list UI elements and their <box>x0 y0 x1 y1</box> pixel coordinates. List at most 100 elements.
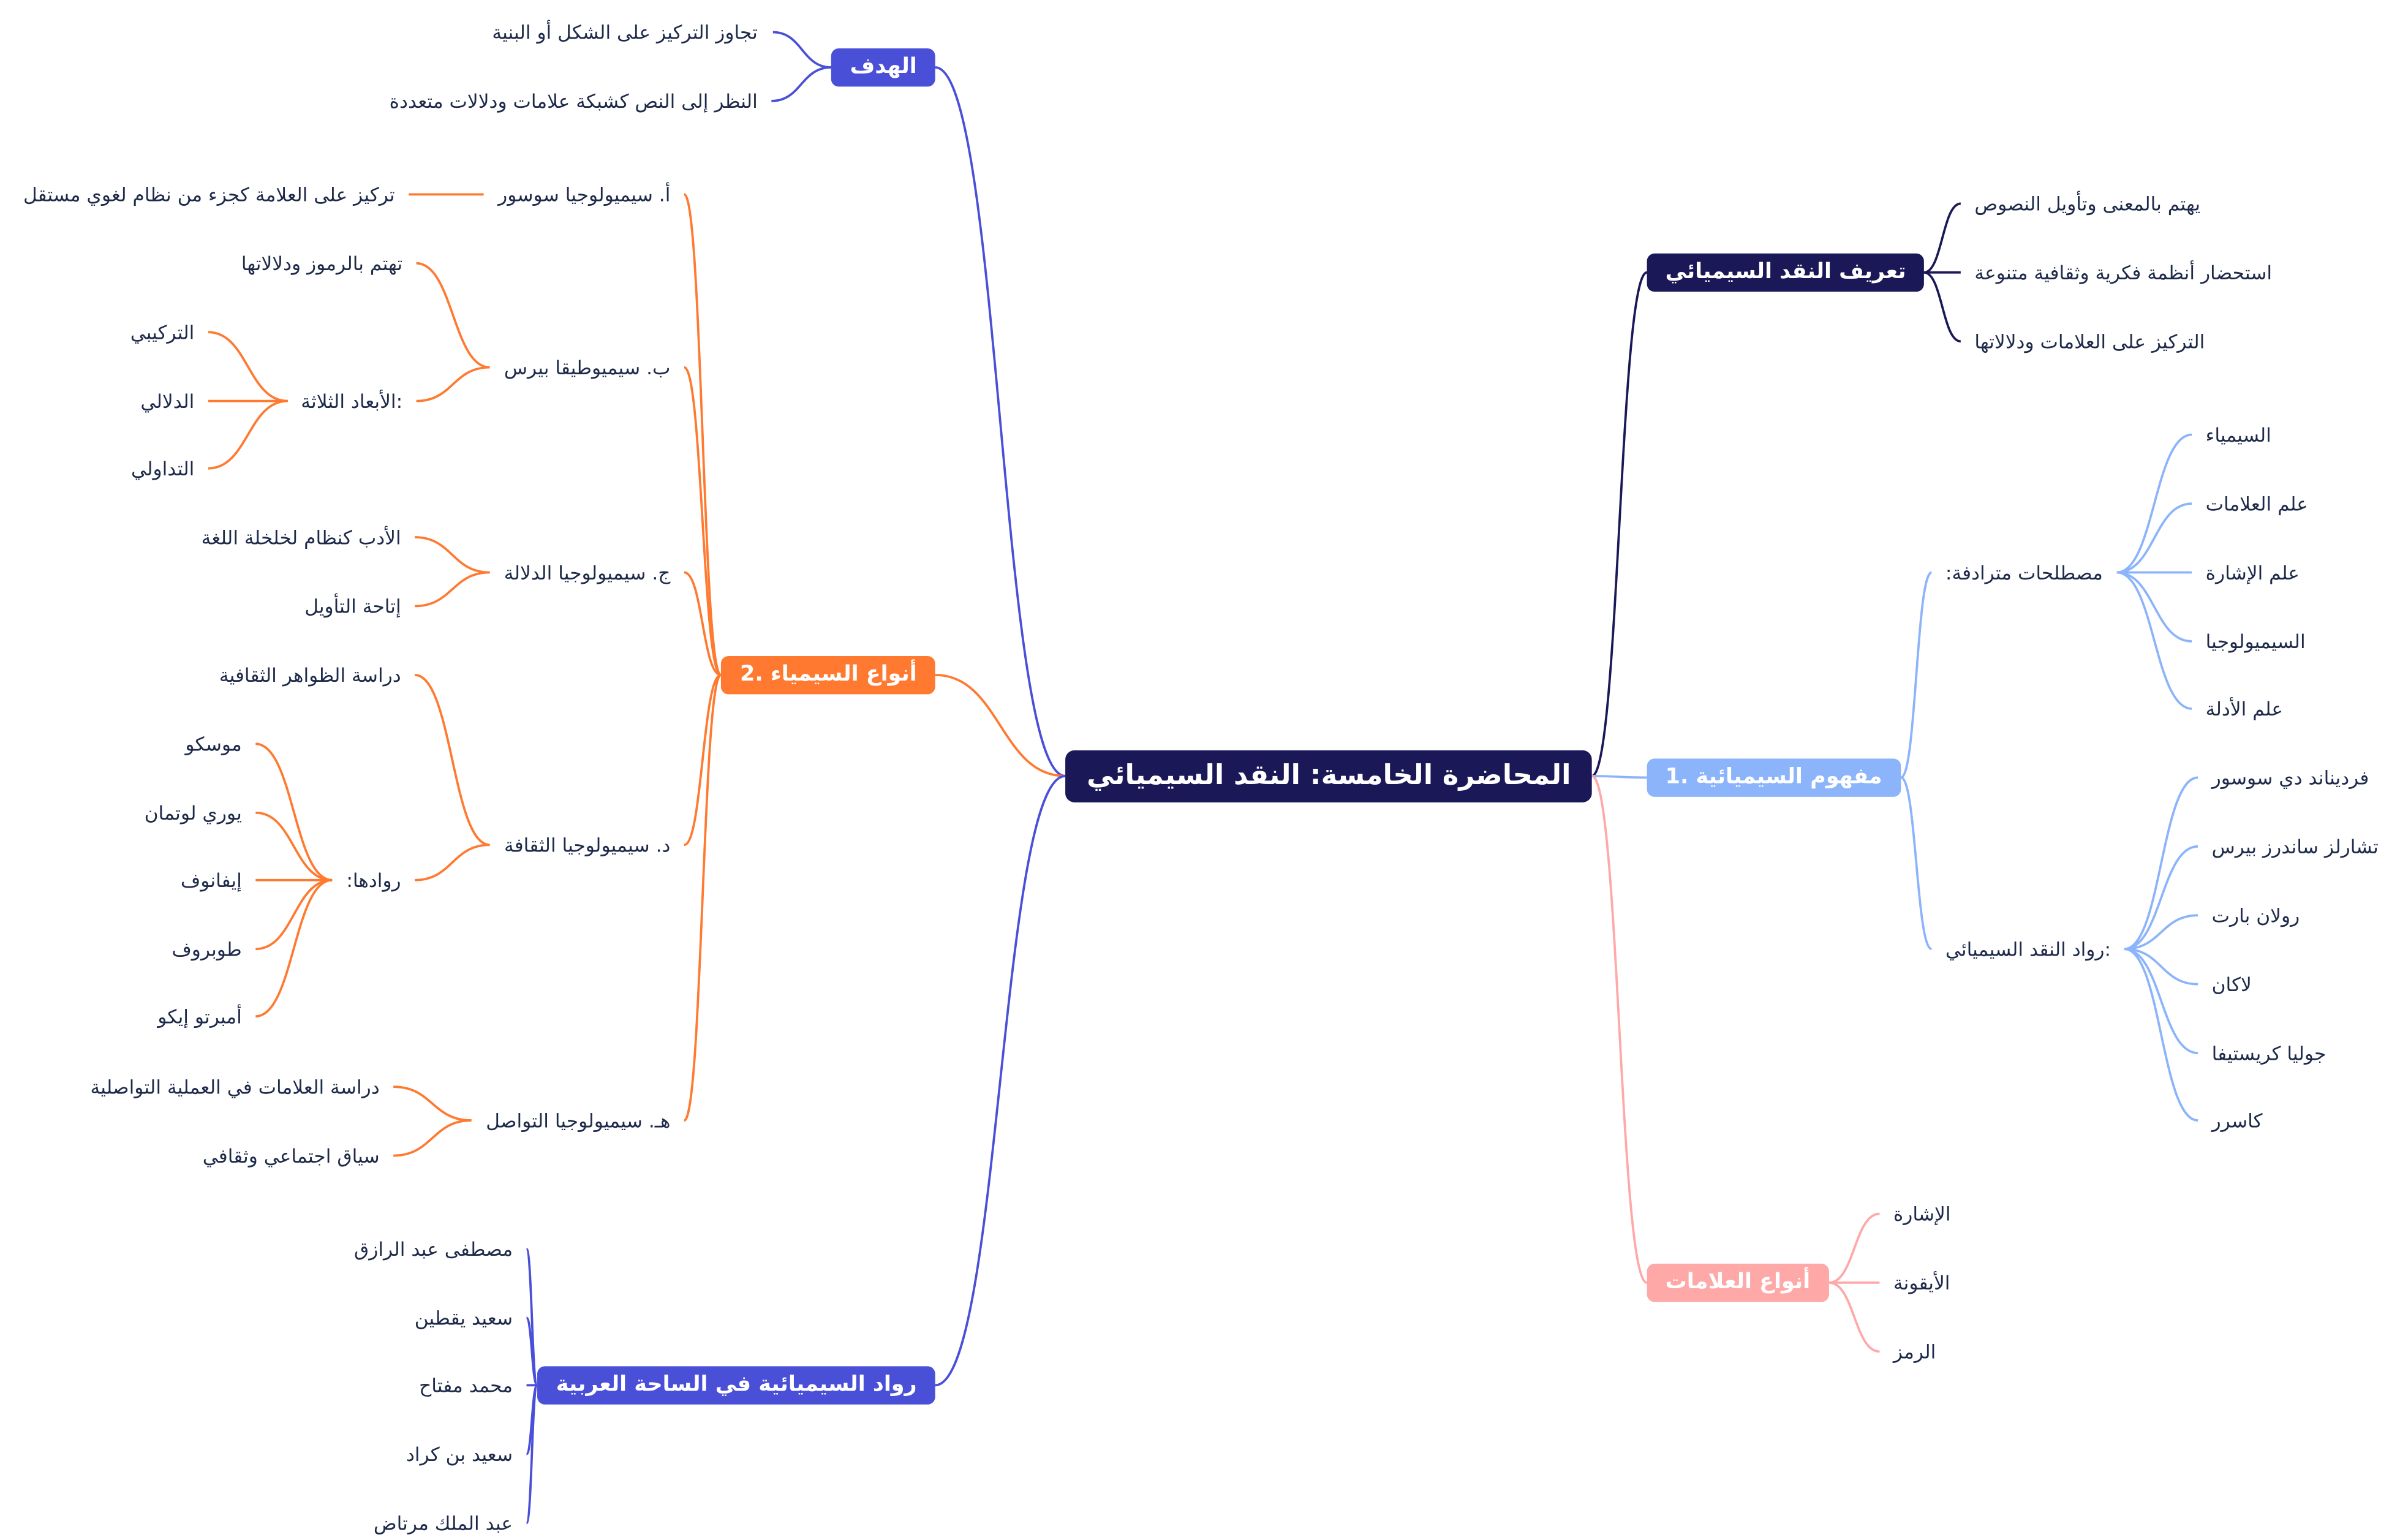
culture-pioneers-topic[interactable]: روادها: <box>346 869 401 892</box>
connector-line <box>1923 271 1961 343</box>
type-item[interactable]: تهتم بالرموز ودلالاتها <box>241 252 403 275</box>
sign-type-item[interactable]: الرمز <box>1893 1340 1936 1364</box>
goal-item[interactable]: تجاوز التركيز على الشكل أو البنية <box>492 20 758 44</box>
connector-line <box>1923 202 1961 274</box>
type-signification[interactable]: ج. سيميولوجيا الدلالة <box>504 561 671 584</box>
connector-line <box>2124 914 2198 951</box>
connector-line <box>683 193 722 676</box>
connector-line <box>393 1085 472 1122</box>
type-communication[interactable]: هـ. سيميولوجيا التواصل <box>486 1109 671 1132</box>
connector-line <box>1900 571 1933 779</box>
central-topic[interactable]: المحاضرة الخامسة: النقد السيميائي <box>1065 750 1593 802</box>
sign-type-item[interactable]: الأيقونة <box>1893 1271 1950 1294</box>
pioneer-item[interactable]: رولان بارت <box>2211 904 2300 927</box>
connector-line <box>525 1384 538 1525</box>
connector-line <box>255 878 333 1018</box>
connector-line <box>1828 1212 1880 1284</box>
connector-line <box>684 571 722 676</box>
pioneer-item[interactable]: لاكان <box>2211 972 2252 996</box>
culture-pioneer-item[interactable]: موسكو <box>185 732 242 756</box>
connector-line <box>683 674 722 1122</box>
connector-line <box>1591 774 1648 1284</box>
connector-line <box>2124 845 2198 951</box>
branch-arab-pioneers[interactable]: رواد السيميائية في الساحة العربية <box>537 1366 935 1405</box>
connector-line <box>414 674 490 847</box>
connector-line <box>1591 774 1647 779</box>
connector-line <box>1900 776 1933 951</box>
arab-pioneer-item[interactable]: سعيد بن كراد <box>406 1443 513 1466</box>
connector-line <box>416 366 490 402</box>
dimensions-topic[interactable]: :الأبعاد الثلاثة <box>301 389 403 413</box>
connector-line <box>1591 271 1648 777</box>
connector-line <box>2116 433 2192 574</box>
connector-line <box>525 1316 538 1387</box>
branch-concept[interactable]: مفهوم السيميائية .1 <box>1647 758 1901 797</box>
culture-pioneer-item[interactable]: إيفانوف <box>180 869 242 892</box>
pioneer-item[interactable]: كاسرر <box>2211 1109 2263 1132</box>
synonym-item[interactable]: علم الإشارة <box>2205 561 2300 584</box>
branch-sign-types[interactable]: أنواع العلامات <box>1647 1263 1829 1302</box>
arab-pioneer-item[interactable]: عبد الملك مرتاض <box>373 1511 513 1534</box>
connector-line <box>415 536 490 574</box>
definition-item[interactable]: التركيز على العلامات ودلالاتها <box>1974 330 2205 353</box>
connector-line <box>2124 948 2198 1122</box>
dimension-item[interactable]: الدلالي <box>140 389 195 413</box>
arab-pioneer-item[interactable]: محمد مفتاح <box>419 1373 513 1397</box>
arab-pioneer-item[interactable]: مصطفى عبد الرازق <box>354 1237 513 1261</box>
pioneer-item[interactable]: تشارلز ساندرز بيرس <box>2211 835 2379 858</box>
type-item[interactable]: إتاحة التأويل <box>304 594 401 618</box>
synonym-item[interactable]: السيميولوجيا <box>2205 630 2306 653</box>
connector-line <box>935 674 1066 777</box>
connector-line <box>415 571 490 608</box>
connector-line <box>771 66 831 102</box>
goal-item[interactable]: النظر إلى النص كشبكة علامات ودلالات متعد… <box>389 89 758 113</box>
connector-line <box>935 66 1066 777</box>
connector-line <box>2116 502 2192 574</box>
culture-pioneer-item[interactable]: يوري لوتمان <box>144 801 242 825</box>
connector-line <box>2116 571 2192 643</box>
culture-pioneer-item[interactable]: أمبرتو إيكو <box>157 1005 242 1028</box>
arab-pioneer-item[interactable]: سعيد يقطين <box>414 1306 513 1330</box>
connector-line <box>415 844 490 881</box>
pioneers-topic[interactable]: :رواد النقد السيميائي <box>1945 937 2111 961</box>
connector-line <box>2124 948 2198 1054</box>
connector-line <box>683 366 722 676</box>
connector-line <box>255 811 333 881</box>
connector-line <box>772 31 831 69</box>
type-item[interactable]: تركيز على العلامة كجزء من نظام لغوي مستق… <box>23 183 395 206</box>
definition-item[interactable]: استحضار أنظمة فكرية وثقافية متنوعة <box>1974 261 2273 284</box>
dimension-item[interactable]: التداولي <box>130 456 195 480</box>
connector-line <box>2116 571 2192 710</box>
connector-line <box>393 1119 472 1157</box>
type-item[interactable]: الأدب كنظام لخلخلة اللغة <box>201 526 401 549</box>
type-item[interactable]: دراسة الظواهر الثقافية <box>219 663 401 687</box>
type-item[interactable]: سياق اجتماعي وثقافي <box>202 1144 380 1168</box>
connector-line <box>208 399 288 470</box>
type-saussure[interactable]: أ. سيميولوجيا سوسور <box>498 183 671 206</box>
synonym-item[interactable]: علم العلامات <box>2205 492 2308 515</box>
connector-line <box>2124 776 2198 951</box>
synonym-item[interactable]: السيمياء <box>2205 423 2271 447</box>
connector-line <box>2124 948 2198 986</box>
pioneer-item[interactable]: فرديناند دي سوسور <box>2211 766 2369 790</box>
branch-definition[interactable]: تعريف النقد السيميائي <box>1647 253 1925 292</box>
branch-semiotics-types[interactable]: أنواع السيمياء .2 <box>722 655 935 694</box>
sign-type-item[interactable]: الإشارة <box>1893 1202 1951 1226</box>
dimension-item[interactable]: التركيبي <box>130 320 195 344</box>
synonym-item[interactable]: علم الأدلة <box>2205 697 2284 720</box>
culture-pioneer-item[interactable]: طوبروف <box>172 937 242 961</box>
connector-line <box>935 774 1066 1387</box>
pioneer-item[interactable]: جوليا كريستيفا <box>2211 1041 2326 1065</box>
type-item[interactable]: دراسة العلامات في العملية التواصلية <box>90 1075 380 1098</box>
branch-goal[interactable]: الهدف <box>831 48 935 86</box>
connector-line <box>416 262 490 369</box>
connector-line <box>255 878 333 951</box>
connector-line <box>208 331 288 402</box>
synonyms-topic[interactable]: مصطلحات مترادفة: <box>1945 561 2103 584</box>
definition-item[interactable]: يهتم بالمعنى وتأويل النصوص <box>1974 192 2201 216</box>
type-peirce[interactable]: ب. سيميوطيقا بيرس <box>504 355 671 379</box>
type-culture[interactable]: د. سيميولوجيا الثقافة <box>504 833 671 857</box>
connector-line <box>684 674 722 847</box>
